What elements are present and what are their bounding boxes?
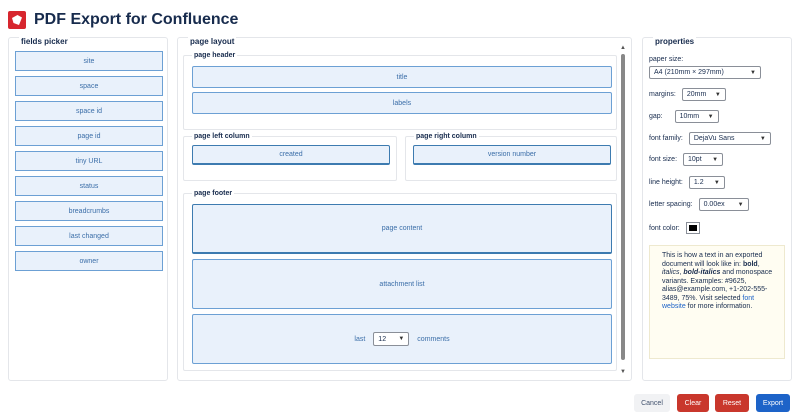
chevron-down-icon: ▼ xyxy=(737,201,744,208)
letter-spacing-label: letter spacing: xyxy=(649,201,693,208)
layout-item-version-number[interactable]: version number xyxy=(413,145,611,165)
properties-title: properties xyxy=(653,37,697,46)
page-header-title: page header xyxy=(192,51,238,60)
letter-spacing-row: letter spacing: 0.00ex ▼ xyxy=(649,198,749,211)
export-button[interactable]: Export xyxy=(756,394,790,412)
letter-spacing-value: 0.00ex xyxy=(703,201,725,208)
chevron-down-icon: ▼ xyxy=(759,135,766,142)
page-layout-panel: page layout page header title labels pag… xyxy=(177,37,632,381)
field-page-id[interactable]: page id xyxy=(15,126,163,146)
field-last-changed[interactable]: last changed xyxy=(15,226,163,246)
field-tiny-url[interactable]: tiny URL xyxy=(15,151,163,171)
font-family-select[interactable]: DejaVu Sans ▼ xyxy=(688,132,771,145)
font-family-label: font family: xyxy=(649,135,683,142)
preview-bold-text: bold xyxy=(742,260,758,268)
page-left-column-section: page left column created xyxy=(183,132,397,181)
comments-suffix: comments xyxy=(417,335,450,343)
page-layout-area: page header title labels page left colum… xyxy=(183,46,619,376)
preview-separator: , xyxy=(679,269,684,276)
chevron-down-icon: ▼ xyxy=(712,156,719,163)
field-space-id[interactable]: space id xyxy=(15,101,163,121)
paper-size-select[interactable]: A4 (210mm × 297mm) ▼ xyxy=(649,66,761,79)
comments-prefix: last xyxy=(354,335,366,343)
scrollbar-thumb[interactable] xyxy=(621,54,625,360)
font-color-fill xyxy=(688,225,697,231)
comments-count-select[interactable]: 12 ▼ xyxy=(373,332,410,346)
app-header: PDF Export for Confluence xyxy=(8,8,238,32)
font-size-select[interactable]: 10pt ▼ xyxy=(683,153,724,166)
font-color-row: font color: xyxy=(649,222,700,234)
margins-value: 20mm xyxy=(686,91,707,98)
comments-count-value: 12 xyxy=(378,335,387,343)
fields-picker-title: fields picker xyxy=(19,37,70,46)
app-logo-icon xyxy=(8,11,26,29)
gap-value: 10mm xyxy=(679,113,700,120)
margins-label: margins: xyxy=(649,91,676,98)
clear-button[interactable]: Clear xyxy=(677,394,709,412)
margins-row: margins: 20mm ▼ xyxy=(649,88,726,101)
chevron-down-icon: ▼ xyxy=(398,336,405,342)
preview-bold-italic-text: bold-italics xyxy=(683,269,721,276)
gap-label: gap: xyxy=(649,113,663,120)
preview-italic-text: italics xyxy=(662,269,680,276)
field-breadcrumbs[interactable]: breadcrumbs xyxy=(15,201,163,221)
layout-item-title[interactable]: title xyxy=(192,66,612,88)
app-title: PDF Export for Confluence xyxy=(34,11,239,28)
font-color-label: font color: xyxy=(649,224,680,232)
margins-select[interactable]: 20mm ▼ xyxy=(681,88,726,101)
line-height-select[interactable]: 1.2 ▼ xyxy=(688,176,725,189)
layout-scrollbar[interactable]: ▲ ▼ xyxy=(619,44,627,376)
line-height-value: 1.2 xyxy=(693,179,704,186)
paper-size-label: paper size: xyxy=(649,56,684,63)
page-footer-title: page footer xyxy=(192,189,235,198)
font-size-value: 10pt xyxy=(688,156,702,163)
page-footer-section: page footer page content attachment list… xyxy=(183,189,617,371)
line-height-label: line height: xyxy=(649,179,683,186)
scroll-up-icon[interactable]: ▲ xyxy=(620,45,626,51)
preview-tail-text: for more information. xyxy=(685,303,753,310)
reset-button[interactable]: Reset xyxy=(715,394,749,412)
chevron-down-icon: ▼ xyxy=(713,179,720,186)
fields-picker-panel: fields picker site space space id page i… xyxy=(8,37,168,381)
layout-item-page-content[interactable]: page content xyxy=(192,204,612,254)
preview-body-text: and monospace variants. Examples: #9625,… xyxy=(662,269,773,302)
paper-size-value: A4 (210mm × 297mm) xyxy=(654,69,724,76)
font-family-value: DejaVu Sans xyxy=(693,135,735,142)
font-preview-box: This is how a text in an exported docume… xyxy=(649,245,785,359)
chevron-down-icon: ▼ xyxy=(750,69,756,76)
page-left-column-title: page left column xyxy=(192,132,252,141)
preview-intro-text: This is how a text in an exported docume… xyxy=(662,252,763,268)
layout-item-created[interactable]: created xyxy=(192,145,390,165)
cancel-button[interactable]: Cancel xyxy=(634,394,670,412)
field-status[interactable]: status xyxy=(15,176,163,196)
gap-select[interactable]: 10mm ▼ xyxy=(674,110,719,123)
field-space[interactable]: space xyxy=(15,76,163,96)
chevron-down-icon: ▼ xyxy=(707,113,714,120)
gap-row: gap: 10mm ▼ xyxy=(649,110,719,123)
scroll-down-icon[interactable]: ▼ xyxy=(620,369,626,375)
chevron-down-icon: ▼ xyxy=(714,91,721,98)
font-color-swatch[interactable] xyxy=(685,222,700,234)
font-size-label: font size: xyxy=(649,156,678,163)
font-size-row: font size: 10pt ▼ xyxy=(649,153,724,166)
field-site[interactable]: site xyxy=(15,51,163,71)
letter-spacing-select[interactable]: 0.00ex ▼ xyxy=(698,198,749,211)
font-website-link[interactable]: font website xyxy=(662,294,755,311)
page-right-column-section: page right column version number xyxy=(405,132,617,181)
preview-separator: , xyxy=(757,260,760,268)
layout-item-attachment-list[interactable]: attachment list xyxy=(192,259,612,309)
field-owner[interactable]: owner xyxy=(15,251,163,271)
layout-item-comments[interactable]: last 12 ▼ comments xyxy=(192,314,612,364)
page-layout-title: page layout xyxy=(188,37,237,46)
page-header-section: page header title labels xyxy=(183,51,617,130)
properties-panel: properties paper size: A4 (210mm × 297mm… xyxy=(642,37,792,381)
line-height-row: line height: 1.2 ▼ xyxy=(649,176,725,189)
page-right-column-title: page right column xyxy=(414,132,479,141)
layout-item-labels[interactable]: labels xyxy=(192,92,612,114)
font-family-row: font family: DejaVu Sans ▼ xyxy=(649,132,771,145)
